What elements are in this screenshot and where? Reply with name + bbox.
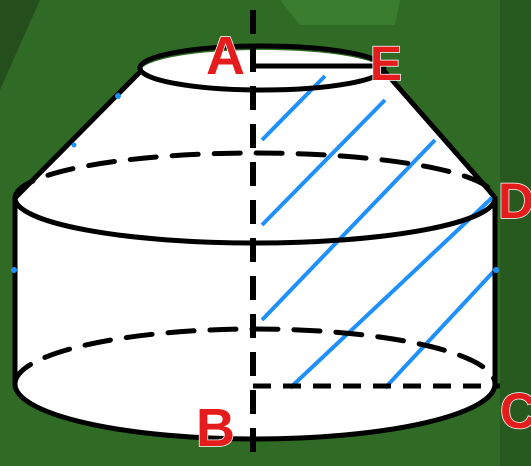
- background-corner-top-left: [0, 0, 40, 90]
- edge-mark: [115, 93, 121, 99]
- hatch-line: [383, 268, 497, 390]
- label-b: B: [196, 398, 235, 458]
- edge-mark: [493, 267, 499, 273]
- edge-mark: [11, 267, 17, 273]
- hatch-line: [260, 98, 387, 227]
- hatch-line: [260, 138, 437, 322]
- label-d: D: [498, 173, 531, 229]
- frustum-left-side: [12, 69, 143, 201]
- edge-marks: [11, 93, 499, 273]
- label-e: E: [370, 38, 402, 91]
- hatch-line: [288, 193, 497, 390]
- frustum-right-side: [382, 69, 496, 198]
- background-right-strip: [500, 0, 531, 466]
- middle-circle-back: [12, 150, 498, 201]
- background-highlight-top: [280, 0, 400, 25]
- hatched-region: [260, 74, 497, 390]
- edge-mark: [71, 142, 77, 148]
- label-c: C: [500, 383, 531, 439]
- label-a: A: [206, 26, 245, 86]
